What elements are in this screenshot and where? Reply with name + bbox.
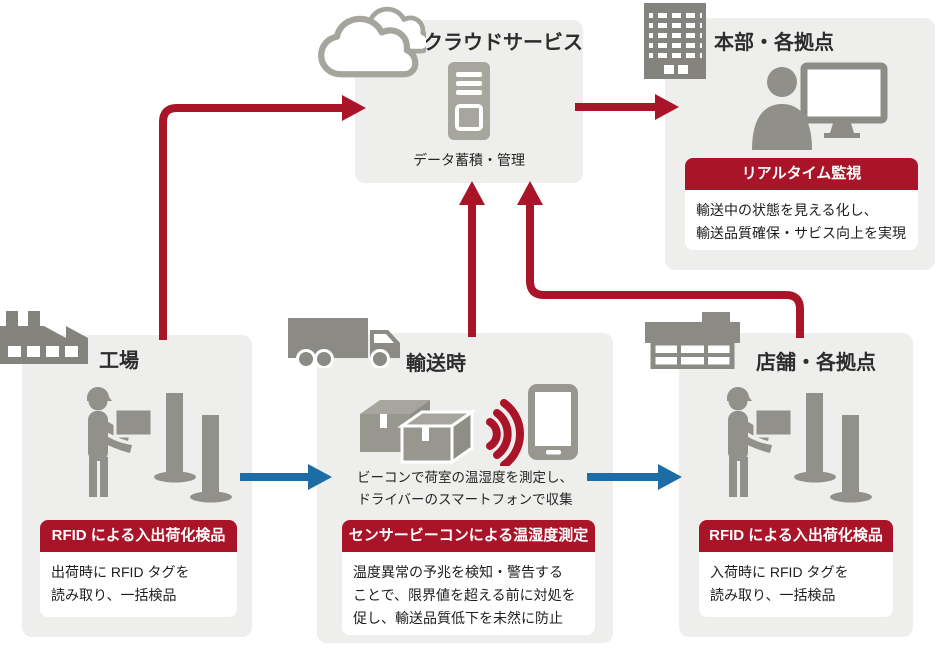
office-building-icon	[644, 3, 706, 79]
beacon-signal-icon	[486, 399, 524, 466]
cloud-icon	[316, 2, 426, 78]
factory-worker-gate-icon	[72, 385, 237, 505]
factory-title: 工場	[99, 350, 139, 372]
sensor-beacon-badge: センサービーコンによる温湿度測定	[342, 520, 595, 552]
transport-body-line1: 温度異常の予兆を検知・警告する	[353, 564, 563, 580]
cargo-box-icon	[360, 400, 477, 465]
transport-card: センサービーコンによる温湿度測定 温度異常の予兆を検知・警告する ことで、限界値…	[342, 520, 595, 635]
arrow-factory-to-cloud	[159, 104, 342, 340]
headquarters-title: 本部・各拠点	[714, 32, 834, 54]
arrowhead-store-to-cloud	[517, 181, 543, 205]
cloud-caption: データ蓄積・管理	[413, 152, 525, 168]
arrowhead-transport-to-cloud	[459, 181, 485, 205]
factory-rfid-badge: RFID による入出荷化検品	[40, 520, 237, 552]
cloud-title: クラウドサービス	[423, 32, 583, 54]
store-rfid-badge: RFID による入出荷化検品	[699, 520, 893, 552]
store-body-line1: 入荷時に RFID タグを	[710, 564, 849, 580]
truck-icon	[288, 318, 400, 368]
cargo-beacon-phone-icon	[360, 384, 578, 466]
headquarters-body-line2: 輸送品質確保・サビス向上を実現	[696, 225, 906, 241]
factory-body-line1: 出荷時に RFID タグを	[51, 564, 190, 580]
smartphone-icon	[528, 384, 578, 460]
server-icon	[448, 62, 490, 140]
store-worker-gate-icon	[712, 385, 877, 505]
transport-caption-line1: ビーコンで荷室の温湿度を測定し、	[357, 470, 573, 485]
store-icon	[645, 312, 740, 369]
store-card: RFID による入出荷化検品 入荷時に RFID タグを 読み取り、一括検品	[699, 520, 893, 617]
factory-body-line2: 読み取り、一括検品	[51, 587, 177, 603]
operator-monitor-icon	[752, 62, 888, 150]
factory-icon	[0, 311, 88, 364]
headquarters-body-line1: 輸送中の状態を見える化し、	[696, 202, 878, 218]
transport-body-line2: ことで、限界値を超える前に対処を	[353, 587, 576, 603]
transport-title: 輸送時	[406, 353, 466, 375]
factory-card: RFID による入出荷化検品 出荷時に RFID タグを 読み取り、一括検品	[40, 520, 237, 617]
realtime-monitoring-badge: リアルタイム監視	[685, 158, 918, 190]
transport-caption-line2: ドライバーのスマートフォンで収集	[357, 492, 573, 507]
store-title: 店舗・各拠点	[756, 352, 876, 374]
transport-body-line3: 促し、輸送品質低下を未然に防止	[353, 610, 563, 626]
store-body-line2: 読み取り、一括検品	[710, 587, 836, 603]
headquarters-card: リアルタイム監視 輸送中の状態を見える化し、 輸送品質確保・サビス向上を実現	[685, 158, 918, 250]
